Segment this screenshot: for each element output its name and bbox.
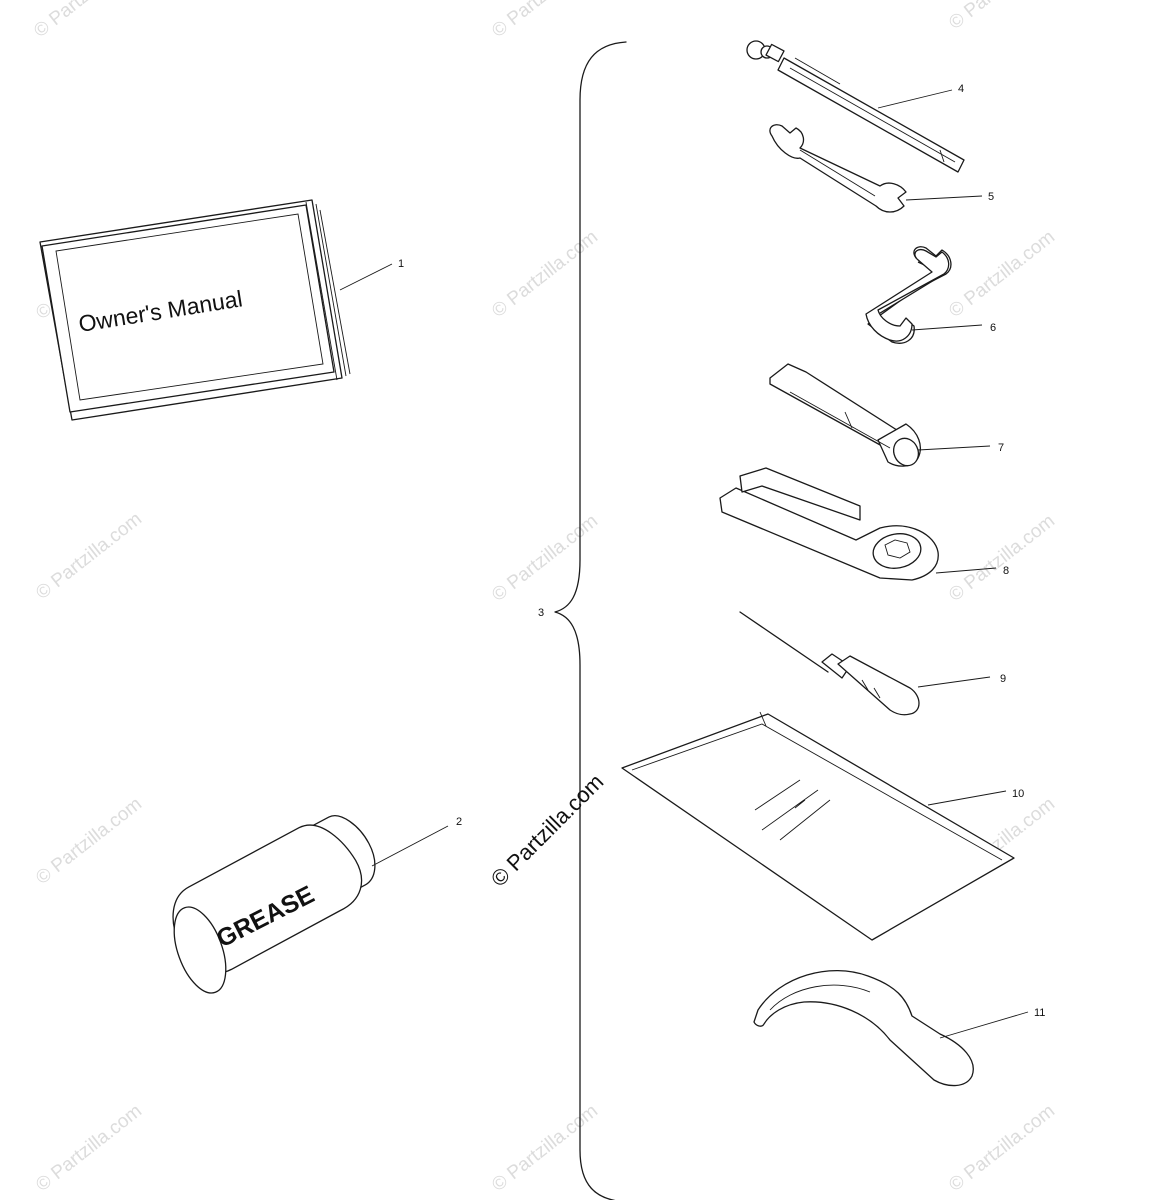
- callout-5: 5: [988, 191, 994, 203]
- callout-2: 2: [456, 816, 462, 828]
- callout-7: 7: [998, 442, 1004, 454]
- watermark: © Partzilla.com: [30, 0, 144, 42]
- callout-1: 1: [398, 258, 404, 270]
- tool-kit-brace: [554, 41, 627, 1200]
- watermark: © Partzilla.com: [488, 227, 602, 322]
- grease-tube: GREASE: [172, 815, 376, 994]
- watermark: © Partzilla.com: [945, 511, 1059, 606]
- spark-plug-socket: [769, 363, 921, 467]
- watermark: © Partzilla.com: [945, 1101, 1059, 1196]
- watermark: © Partzilla.com: [32, 1101, 146, 1196]
- large-open-end-wrench: [865, 246, 952, 344]
- center-watermark: © Partzilla.com: [486, 769, 609, 892]
- owners-manual: Owner's Manual: [39, 199, 351, 421]
- watermark: © Partzilla.com: [32, 509, 146, 604]
- callouts: 1 2 3 4 5 6 7 8 9 10 11: [398, 83, 1045, 1019]
- callout-10: 10: [1012, 788, 1024, 800]
- tire-pressure-gauge: [746, 40, 965, 173]
- callout-9: 9: [1000, 673, 1006, 685]
- screwdriver: [739, 611, 920, 716]
- spanner-handle-tool: [719, 467, 939, 581]
- watermark: © Partzilla.com: [488, 1101, 602, 1196]
- tool-pouch: [621, 711, 1015, 941]
- watermark: © Partzilla.com: [32, 794, 146, 889]
- small-open-end-wrench: [769, 124, 907, 213]
- callout-6: 6: [990, 322, 996, 334]
- hook-spanner-wrench: [753, 969, 974, 1087]
- callout-8: 8: [1003, 565, 1009, 577]
- leader-lines: [339, 89, 1029, 1039]
- watermark: © Partzilla.com: [488, 511, 602, 606]
- callout-3: 3: [538, 607, 544, 619]
- callout-4: 4: [958, 83, 964, 95]
- watermark: © Partzilla.com: [945, 0, 1059, 34]
- watermark: © Partzilla.com: [488, 0, 602, 42]
- callout-11: 11: [1034, 1007, 1045, 1019]
- watermark: © Partzilla.com: [945, 227, 1059, 322]
